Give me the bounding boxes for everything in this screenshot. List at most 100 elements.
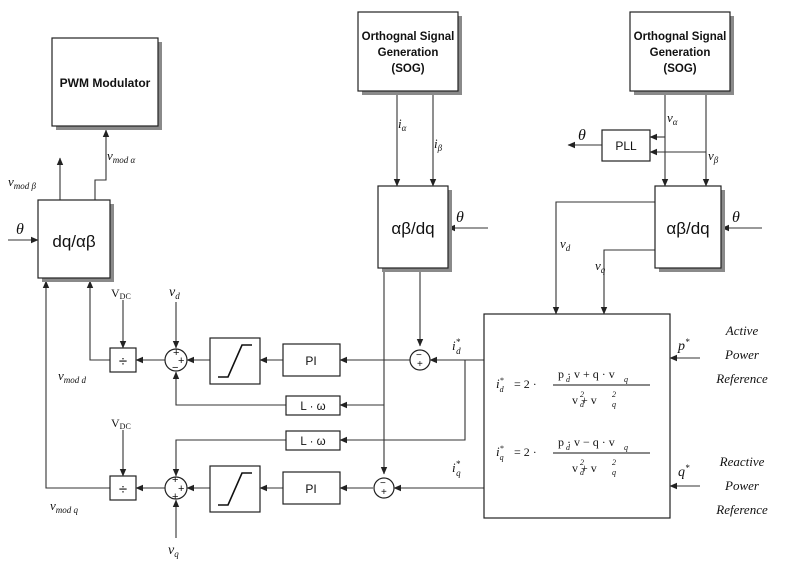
wire-lw-sum-d: [172, 371, 286, 406]
sum-q-plus-bottom: +: [172, 491, 178, 503]
alphabeta-to-dq-voltage-block: αβ/dq: [654, 185, 725, 272]
pll-block: PLL: [601, 129, 651, 162]
equation-index-mark: q: [612, 468, 616, 477]
lw-d-label: L · ω: [300, 401, 325, 413]
sog-right-line2: Generation: [650, 47, 711, 59]
vq-label-right: vq: [595, 258, 606, 275]
eq-id-lhs: i*d: [496, 376, 505, 394]
sum-q-plus-right: +: [178, 483, 184, 495]
sum-q-plus-top: +: [172, 474, 178, 486]
wire-lw-sum-q: [172, 439, 286, 477]
saturation-limiter-d: [209, 337, 261, 385]
id-ref-label: i*d: [452, 337, 461, 356]
dq-to-alphabeta-block: dq/αβ: [37, 199, 114, 282]
summing-junction-q: + + +: [164, 474, 188, 503]
vmod-alpha-label: vmod α: [107, 148, 136, 165]
wire-vd-calc: [552, 201, 655, 315]
sog-left-line2: Generation: [378, 47, 439, 59]
eq-id-equals: = 2 ·: [514, 377, 537, 391]
pwm-modulator-label: PWM Modulator: [60, 76, 151, 90]
saturation-icon: [218, 472, 252, 506]
sog-right-line1: Orthognal Signal: [634, 31, 727, 43]
sog-left-block: Orthognal Signal Generation (SOG): [357, 11, 462, 95]
saturation-limiter-q: [209, 465, 261, 513]
alphabeta-to-dq-voltage-label: αβ/dq: [666, 219, 709, 238]
theta-label-right: θ: [732, 209, 740, 226]
power-reference-labels: Active Power Reference Reactive Power Re…: [715, 323, 768, 517]
equation-index-mark: q: [624, 375, 628, 384]
pll-label: PLL: [615, 139, 637, 153]
err-q-minus: −: [380, 478, 386, 489]
pi-controller-d: PI: [282, 343, 341, 377]
decoupling-gain-q: L · ω: [285, 430, 341, 451]
signal-wires: [8, 93, 762, 538]
theta-label-mid: θ: [456, 209, 464, 226]
wire-id-to-lw: [339, 360, 466, 444]
reactive-ref-line3: Reference: [715, 502, 768, 517]
active-ref-line1: Active: [725, 323, 759, 338]
wire-div-vmodd: [86, 280, 110, 361]
signal-labels: θ θ θ θ vmod β vmod α vmod d vmod q iα i…: [8, 110, 740, 559]
eq-iq-denominator: v + v: [572, 461, 597, 475]
wire-vq-calc: [600, 249, 655, 315]
error-junction-d: − +: [409, 349, 431, 371]
err-d-plus: +: [417, 359, 423, 370]
decoupling-gain-d: L · ω: [285, 395, 341, 416]
eq-iq-equals: = 2 ·: [514, 445, 537, 459]
equation-index-mark: 2: [580, 458, 584, 467]
equation-index-mark: d: [566, 375, 571, 384]
divider-q-symbol: ÷: [119, 481, 127, 498]
sog-left-line3: (SOG): [391, 63, 424, 75]
lw-q-label: L · ω: [300, 436, 325, 448]
vmod-beta-label: vmod β: [8, 174, 37, 191]
vdc-label-q: VDC: [111, 416, 131, 431]
iq-ref-label: i*q: [452, 459, 461, 478]
reactive-ref-line1: Reactive: [719, 454, 765, 469]
eq-iq-numerator: p · v − q · v: [558, 435, 615, 449]
wire-vmod-alpha: [94, 129, 110, 200]
pi-controller-q: PI: [282, 471, 341, 505]
i-alpha-label: iα: [398, 116, 407, 133]
eq-iq-lhs: i*q: [496, 444, 504, 462]
theta-label-left: θ: [16, 221, 24, 238]
reference-calculator-block: [483, 313, 671, 519]
divider-q: ÷: [109, 475, 137, 501]
alphabeta-to-dq-current-label: αβ/dq: [391, 219, 434, 238]
equation-index-mark: q: [612, 400, 616, 409]
reactive-ref-line2: Power: [724, 478, 760, 493]
equation-index-mark: 2: [612, 390, 616, 399]
eq-id-numerator: p · v + q · v: [558, 367, 615, 381]
vdc-label-d: VDC: [111, 286, 131, 301]
pi-q-label: PI: [305, 482, 316, 496]
reference-equations: i*d = 2 · p · v + q · v v + v i*q = 2 · …: [496, 367, 650, 475]
equation-index-mark: d: [580, 400, 585, 409]
err-d-minus: −: [416, 350, 422, 361]
pwm-modulator-block: PWM Modulator: [51, 37, 162, 130]
q-star-label: q*: [678, 463, 690, 480]
pi-d-label: PI: [305, 354, 316, 368]
sum-d-plus-right: +: [178, 355, 184, 367]
vd-label-right: vd: [560, 236, 571, 253]
active-ref-line2: Power: [724, 347, 760, 362]
equation-index-mark: q: [624, 443, 628, 452]
sog-right-block: Orthognal Signal Generation (SOG): [629, 11, 734, 95]
error-junction-q: − +: [373, 477, 395, 499]
i-beta-label: iβ: [434, 136, 443, 153]
sum-d-plus-top: +: [173, 347, 179, 359]
v-alpha-label: vα: [667, 110, 678, 127]
p-star-label: p*: [677, 337, 690, 354]
eq-id-denominator: v + v: [572, 393, 597, 407]
sum-d-minus-bottom: −: [172, 362, 178, 374]
active-ref-line3: Reference: [715, 371, 768, 386]
vq-label-ff: vq: [168, 543, 179, 559]
equation-index-mark: 2: [612, 458, 616, 467]
vmod-q-label: vmod q: [50, 498, 79, 515]
equation-index-mark: d: [580, 468, 585, 477]
equation-index-mark: 2: [580, 390, 584, 399]
sog-right-line3: (SOG): [663, 63, 696, 75]
equation-index-mark: d: [566, 443, 571, 452]
alphabeta-to-dq-current-block: αβ/dq: [377, 185, 452, 272]
wire-div-vmodq: [42, 280, 110, 489]
err-q-plus: +: [381, 487, 387, 498]
